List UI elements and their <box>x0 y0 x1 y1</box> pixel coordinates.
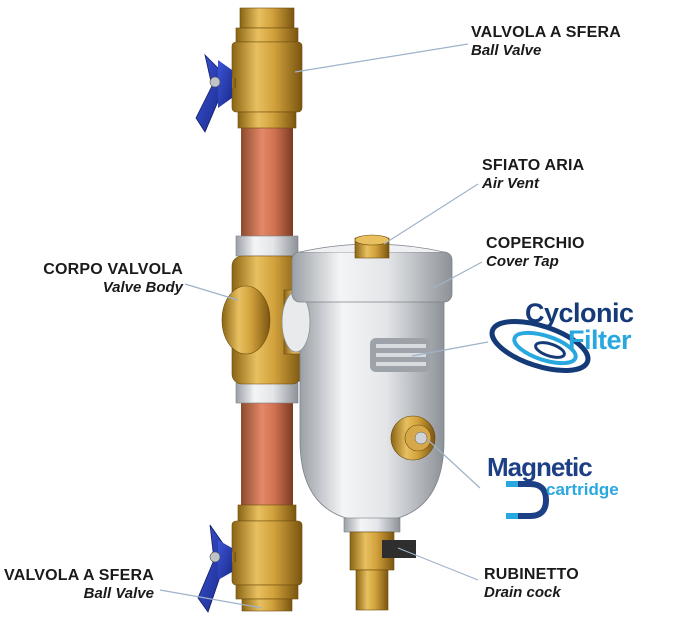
copper-pipe-upper <box>241 125 293 243</box>
ball-valve-bottom <box>197 504 303 613</box>
cyclonic-logo-line2: Filter <box>568 325 632 355</box>
cyclonic-logo-line1: Cyclonic <box>525 298 634 328</box>
label-it: CORPO VALVOLA <box>43 261 183 278</box>
label-drain-cock: RUBINETTO Drain cock <box>484 566 579 602</box>
label-it: COPERCHIO <box>486 235 585 252</box>
label-ball-valve-top: VALVOLA A SFERA Ball Valve <box>471 24 621 60</box>
label-valve-body: CORPO VALVOLA Valve Body <box>20 261 183 297</box>
magnetic-logo-line2: cartridge <box>546 480 619 499</box>
filter-housing <box>281 234 453 523</box>
pipe-ring-lower <box>235 382 299 404</box>
magnet-plug <box>390 415 436 461</box>
label-it: VALVOLA A SFERA <box>471 24 621 41</box>
leader-lines <box>159 43 489 609</box>
label-en: Drain cock <box>484 584 561 601</box>
cyclone-swirl-icon <box>489 318 591 374</box>
magnetic-logo-line1: Magnetic <box>487 452 593 482</box>
label-it: RUBINETTO <box>484 566 579 583</box>
drain-cock <box>343 517 416 611</box>
label-en: Ball Valve <box>471 42 542 59</box>
label-ball-valve-bottom: VALVOLA A SFERA Ball Valve <box>4 567 154 603</box>
pipe-ring-upper <box>235 235 299 257</box>
label-en: Valve Body <box>102 279 183 296</box>
ball-valve-top <box>195 7 303 133</box>
label-en: Ball Valve <box>83 585 154 602</box>
label-en: Cover Tap <box>486 253 559 270</box>
magnet-u-icon <box>506 481 550 519</box>
label-cover-tap: COPERCHIO Cover Tap <box>486 235 585 271</box>
copper-pipe-lower <box>241 395 293 510</box>
label-air-vent: SFIATO ARIA Air Vent <box>482 157 584 193</box>
label-it: SFIATO ARIA <box>482 157 585 174</box>
label-it: VALVOLA A SFERA <box>4 567 154 584</box>
label-en: Air Vent <box>482 175 539 192</box>
